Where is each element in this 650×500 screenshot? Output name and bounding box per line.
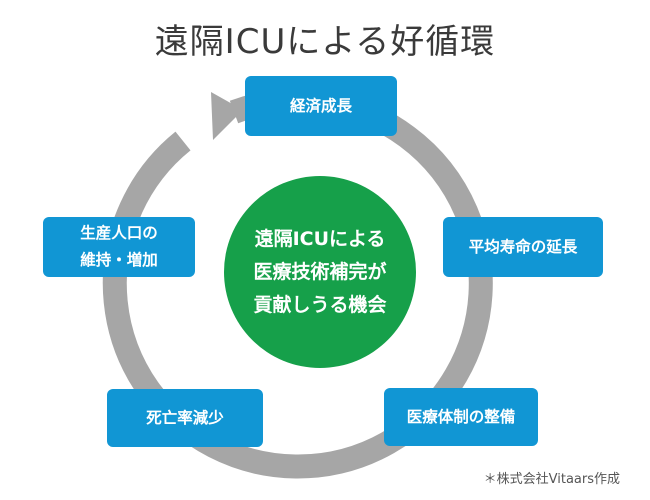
center-line-1: 遠隔ICUによる — [254, 227, 386, 250]
source-credit: ＊株式会社Vitaars作成 — [483, 472, 620, 487]
diagram-title: 遠隔ICUによる好循環 — [154, 22, 496, 62]
node-healthcare-improvement: 医療体制の整備 — [384, 388, 538, 446]
node-economic-growth: 経済成長 — [245, 76, 397, 136]
node-mortality-reduction: 死亡率減少 — [107, 389, 263, 447]
node-population-line-1: 生産人口の — [80, 224, 158, 242]
node-mortality-reduction-label: 死亡率減少 — [146, 408, 224, 427]
node-population-line-2: 維持・増加 — [80, 251, 158, 269]
central-theme-circle: 遠隔ICUによる 医療技術補完が 貢献しうる機会 — [224, 176, 416, 368]
node-population: 生産人口の 維持・増加 — [43, 217, 195, 277]
node-economic-growth-label: 経済成長 — [289, 96, 352, 115]
cycle-arrowhead-icon — [211, 92, 243, 140]
node-life-extension: 平均寿命の延長 — [443, 217, 603, 277]
center-line-2: 医療技術補完が — [253, 260, 387, 283]
node-healthcare-improvement-label: 医療体制の整備 — [406, 407, 516, 426]
node-life-extension-label: 平均寿命の延長 — [468, 237, 578, 256]
center-line-3: 貢献しうる機会 — [253, 293, 387, 316]
